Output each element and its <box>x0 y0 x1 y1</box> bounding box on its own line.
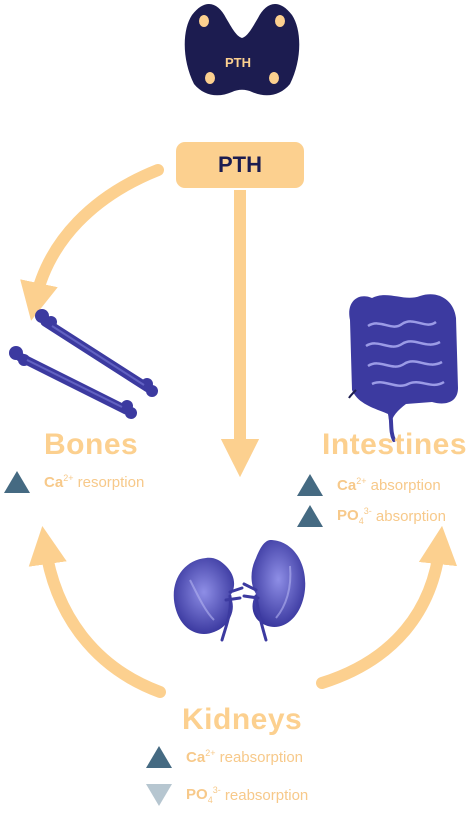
bones-effect-ca: Ca2+ resorption <box>4 471 144 493</box>
pth-box: PTH <box>176 142 304 188</box>
arrow-kidneys-to-intestines <box>316 525 458 689</box>
pth-box-label: PTH <box>218 152 262 177</box>
decrease-arrow-icon <box>146 784 172 806</box>
intestines-icon <box>348 294 458 442</box>
kidneys-effect-po4: PO43- reabsorption <box>146 784 308 806</box>
kidneys-effect-ca: Ca2+ reabsorption <box>146 746 303 768</box>
intestines-title: Intestines <box>322 428 468 461</box>
kidneys-title: Kidneys <box>182 703 303 736</box>
bones-title: Bones <box>44 428 139 461</box>
increase-arrow-icon <box>297 474 323 496</box>
arrow-pth-to-bones <box>20 164 164 321</box>
increase-arrow-icon <box>297 505 323 527</box>
arrow-kidneys-to-bones <box>28 525 166 698</box>
kidneys-icon <box>173 540 306 642</box>
intestines-effect-po4: PO43- absorption <box>297 505 446 527</box>
increase-arrow-icon <box>4 471 30 493</box>
thyroid-gland-icon <box>184 3 300 96</box>
intestines-effect-ca: Ca2+ absorption <box>297 474 441 496</box>
gland-label: PTH <box>225 55 251 70</box>
bones-icon <box>9 309 158 419</box>
increase-arrow-icon <box>146 746 172 768</box>
